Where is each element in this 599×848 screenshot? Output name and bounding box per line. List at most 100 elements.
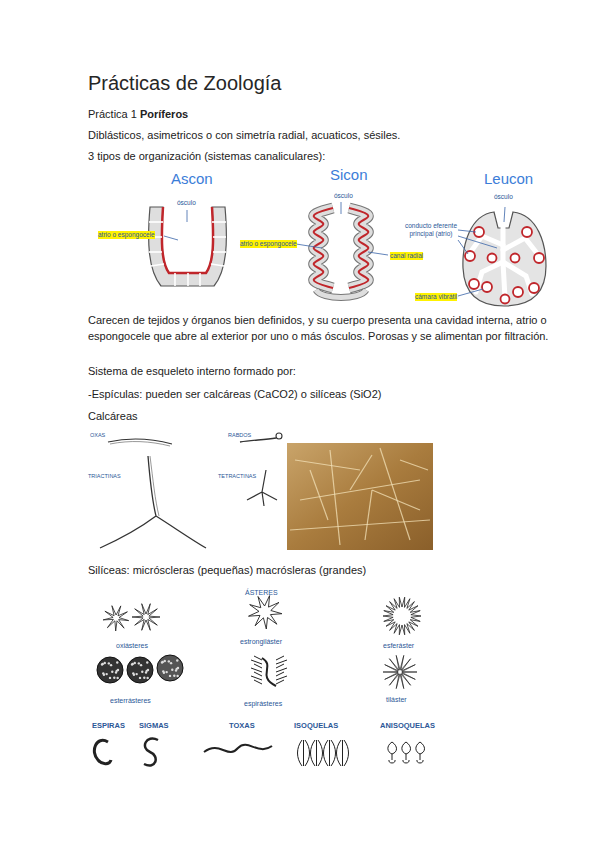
oxa	[110, 442, 170, 446]
sicon-drawing	[296, 202, 388, 298]
isoquela	[337, 740, 349, 766]
illustration-part	[476, 262, 503, 292]
esterraster	[104, 662, 106, 664]
espiraster	[251, 660, 262, 664]
leader-line	[341, 202, 342, 214]
leucon-body	[463, 212, 546, 306]
espiraster	[254, 656, 262, 660]
part-label: ósculo	[334, 192, 353, 200]
espiraster	[254, 672, 262, 676]
esterraster	[116, 670, 118, 672]
esferaster	[383, 597, 421, 635]
spicule-label: oxiásteres	[116, 642, 148, 650]
illustration-part	[529, 283, 539, 293]
calcareous-spicules	[100, 433, 282, 548]
espiraster	[276, 668, 287, 672]
esterraster	[101, 663, 103, 665]
esterraster	[108, 662, 110, 664]
esterraster	[127, 657, 153, 683]
espiraster	[276, 680, 284, 684]
illustration-part	[511, 254, 520, 263]
sicon-base	[316, 290, 366, 298]
section-heading: Silíceas: micróscleras (pequeñas) macrós…	[88, 564, 366, 577]
leader-line	[164, 236, 178, 240]
oxiaster	[103, 606, 129, 631]
part-label: ósculo	[177, 199, 196, 207]
spicule-label: TETRACTINAS	[218, 473, 256, 480]
anisoquela	[416, 742, 425, 763]
leader-line	[187, 210, 188, 222]
esterraster	[141, 671, 143, 673]
espiraster	[276, 672, 284, 676]
esterraster	[173, 675, 175, 677]
esterraster	[162, 661, 164, 663]
body-text: Sistema de esqueleto interno formado por…	[88, 365, 296, 378]
sicon-wall	[314, 208, 333, 288]
isoquela	[311, 740, 323, 766]
body-text: 3 tipos de organización (sistemas canali…	[88, 150, 325, 163]
spicule-label: TOXAS	[229, 721, 255, 730]
isoquela	[324, 740, 336, 766]
triactina	[100, 456, 206, 548]
esterraster	[135, 673, 137, 675]
esterraster	[111, 671, 113, 673]
illustration-part	[149, 221, 163, 223]
leucon-drawing	[458, 207, 546, 306]
part-label: cámara vibrátil	[415, 293, 457, 301]
spicule-label: SIGMAS	[139, 721, 169, 730]
anisoquela	[388, 742, 397, 763]
spicule-label: esterrásteres	[110, 697, 151, 705]
ascon-lining	[162, 207, 213, 273]
espiraster	[276, 664, 284, 668]
sicon-wall	[314, 208, 333, 288]
spicule-label: OXAS	[90, 432, 105, 439]
esterraster	[110, 664, 112, 666]
spicule-label: espirásteres	[244, 700, 282, 708]
practice-topic: Poríferos	[140, 108, 188, 121]
illustration-part	[501, 295, 510, 304]
esterraster	[109, 677, 111, 679]
esterraster	[131, 663, 133, 665]
esterraster	[169, 675, 171, 677]
tilaster	[383, 655, 417, 688]
spicule-label: ÁSTERES	[245, 589, 278, 597]
toxa	[204, 745, 272, 752]
esterraster	[138, 662, 140, 664]
ascon-pores	[149, 222, 226, 286]
illustration-part	[469, 279, 479, 289]
practice-number: Práctica 1	[88, 108, 137, 121]
oxiaster	[132, 604, 160, 631]
sicon-wall	[349, 208, 368, 288]
esterraster	[113, 677, 115, 679]
sicon-wall	[349, 208, 368, 288]
leader-line	[504, 207, 505, 222]
spicule-label: ANISOQUELAS	[380, 721, 435, 730]
illustration-part	[213, 251, 226, 253]
espiraster	[262, 658, 276, 686]
siliceous-spicules	[94, 596, 424, 766]
body-paragraph: Carecen de tejidos y órganos bien defini…	[88, 313, 560, 344]
sigma	[144, 739, 158, 766]
micrograph-spicule	[372, 490, 420, 510]
ascon-drawing	[149, 207, 227, 286]
esterraster	[168, 660, 170, 662]
spicule-label: TRIACTINAS	[88, 473, 121, 480]
anisoquela	[402, 742, 411, 763]
illustration-part	[149, 251, 162, 253]
body-text: Diblásticos, asimetricos o con simetría …	[88, 129, 400, 142]
spicule-label: RABDOS	[228, 432, 251, 439]
ascon-wall	[149, 207, 227, 286]
esterraster	[97, 657, 123, 683]
part-label: atrio o espongocele	[240, 240, 297, 248]
illustration-part	[213, 236, 226, 238]
sicon-base	[316, 290, 366, 298]
figure-title: Leucon	[484, 170, 533, 188]
micrograph	[287, 443, 433, 550]
micrograph-spicule	[350, 455, 372, 490]
illustration-part	[212, 221, 226, 223]
esterraster	[176, 659, 178, 661]
part-label: ósculo	[494, 193, 513, 201]
micrograph-spicule	[400, 460, 428, 470]
